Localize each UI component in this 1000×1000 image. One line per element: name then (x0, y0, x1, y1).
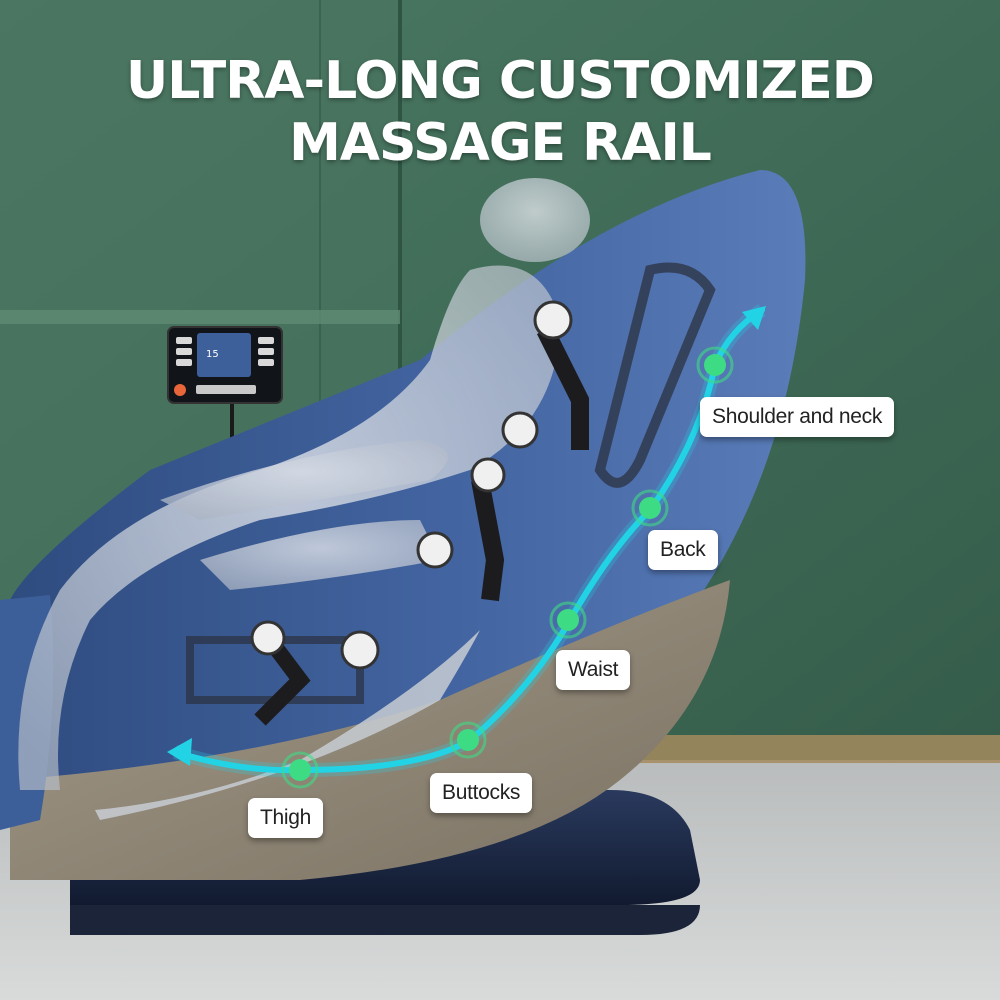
label-shoulder-and-neck: Shoulder and neck (700, 397, 895, 437)
point-marker-back (631, 489, 669, 527)
label-back: Back (648, 530, 718, 570)
rail-arrow-head-icon (742, 306, 766, 330)
massage-rollers (250, 300, 589, 726)
label-buttocks: Buttocks (430, 773, 533, 813)
label-thigh: Thigh (248, 798, 324, 838)
point-marker-shoulder (696, 346, 734, 384)
mechanism-frame (186, 636, 364, 704)
point-marker-buttocks (449, 721, 487, 759)
mechanism-frame (594, 262, 716, 488)
headline-line-1: ULTRA-LONG CUSTOMIZED (126, 51, 875, 111)
remote-control: 15 (167, 326, 283, 445)
headline-line-2: MASSAGE RAIL (289, 113, 712, 173)
human-figure (18, 178, 590, 790)
label-waist: Waist (556, 650, 631, 690)
rail-arrow-tail-icon (167, 738, 192, 766)
point-marker-thigh (281, 751, 319, 789)
point-marker-waist (549, 601, 587, 639)
chair-base-trim (70, 905, 700, 935)
remote-screen-number: 15 (206, 349, 219, 360)
window-frame (0, 310, 400, 324)
